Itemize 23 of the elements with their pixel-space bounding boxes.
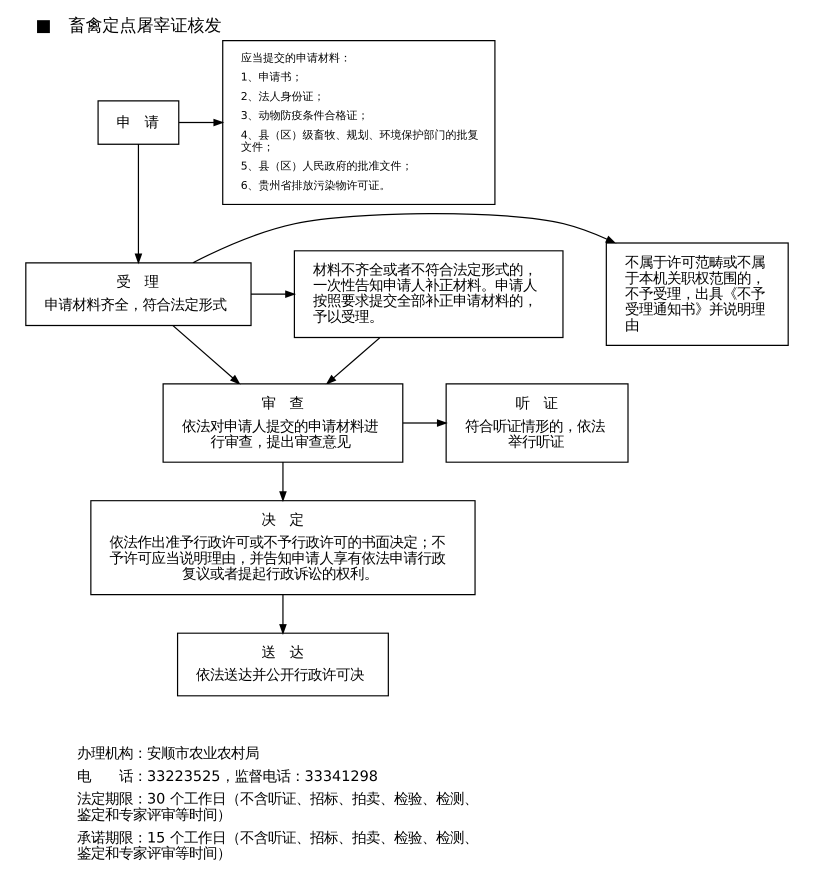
node-box: 送 达 依法送达并公开行政许可决: [176, 632, 388, 696]
label: 承诺期限：15 个工作日（不含听证、招标、拍卖、检验、检测、鉴定和专家评审等时间）: [76, 830, 478, 862]
arrow: [278, 462, 286, 502]
arrow: [178, 118, 224, 126]
node-box: 应当提交的申请材料： 1、申请书； 2、法人身份证； 3、动物防疫条件合格证； 4、县（区）级畜牧、规划、环境保护部门的批复文件； 5、县（区）人民政府的批准文件； 6、贵州省排放污染物许可证。: [222, 40, 496, 206]
arrow: [278, 594, 286, 635]
node-box: 材料不齐全或者不符合法定形式的，一次性告知申请人补正材料。申请人按照要求提交全部补正申请材料的，予以受理。: [293, 250, 564, 338]
node-box: 审 查 依法对申请人提交的申请材料进行审查，提出审查意见: [162, 383, 403, 463]
arrow: [134, 144, 142, 264]
arrow: [325, 337, 380, 385]
node-box: 受 理 申请材料齐全，符合法定形式: [24, 262, 252, 326]
node-box: 决 定 依法作出准予行政许可或不予行政许可的书面决定；不予许可应当说明理由，并告知申请人享有依法申请行政复议或者提起行政诉讼的权利。: [90, 500, 476, 596]
label: 办理机构：安顺市农业农村局: [76, 746, 259, 762]
arrow: [250, 290, 296, 298]
node-box: 听 证 符合听证情形的，依法举行听证: [445, 383, 628, 463]
label: 法定期限：30 个工作日（不含听证、招标、拍卖、检验、检测、鉴定和专家评审等时间）: [76, 792, 478, 824]
arrow: [402, 419, 448, 427]
arrow: [192, 213, 616, 264]
diagram-title: ■ 畜禽定点屠宰证核发: [34, 15, 221, 36]
node-box: 不属于许可范畴或不属于本机关职权范围的，不予受理，出具《不予受理通知书》并说明理由: [605, 242, 788, 346]
node-box: 申 请: [96, 100, 179, 145]
label: 电 话：33223525，监督电话：33341298: [76, 768, 378, 785]
arrow: [172, 325, 240, 385]
